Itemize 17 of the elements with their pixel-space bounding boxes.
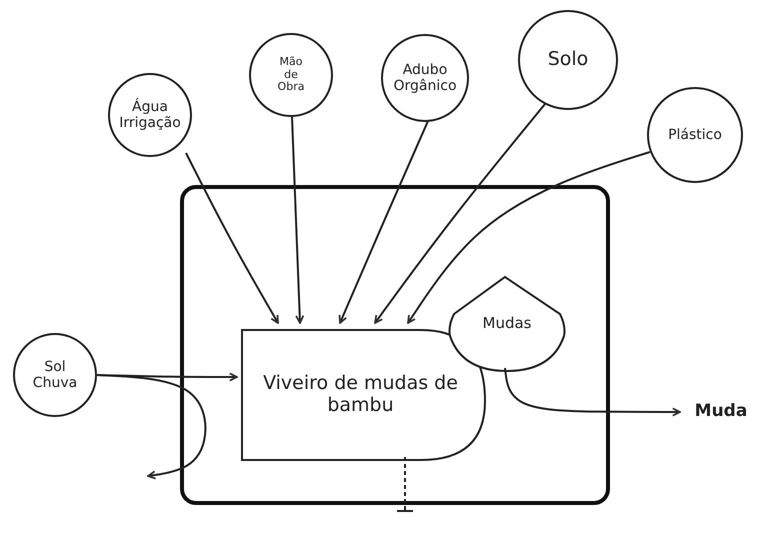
flow-arrow	[504, 368, 681, 416]
flow-arrow	[374, 103, 546, 324]
node-label: Viveiro de mudas de bambu	[262, 373, 459, 417]
node-label: Solo	[546, 49, 590, 71]
node-label: Adubo Orgânico	[392, 62, 458, 94]
flow-arrow	[291, 116, 304, 324]
node-label: Sol Chuva	[32, 358, 78, 392]
node-label: Plástico	[667, 126, 723, 144]
output-label: Muda	[694, 402, 748, 422]
flow-arrow	[185, 152, 279, 324]
flow-arrow	[338, 120, 429, 324]
flow-arrow	[407, 151, 650, 324]
flow-arrow	[96, 374, 206, 480]
node-label: Mão de Obra	[276, 56, 306, 94]
node-label: Mudas	[482, 315, 532, 333]
node-label: Água Irrigação	[118, 98, 182, 132]
system-boundary	[180, 185, 610, 505]
